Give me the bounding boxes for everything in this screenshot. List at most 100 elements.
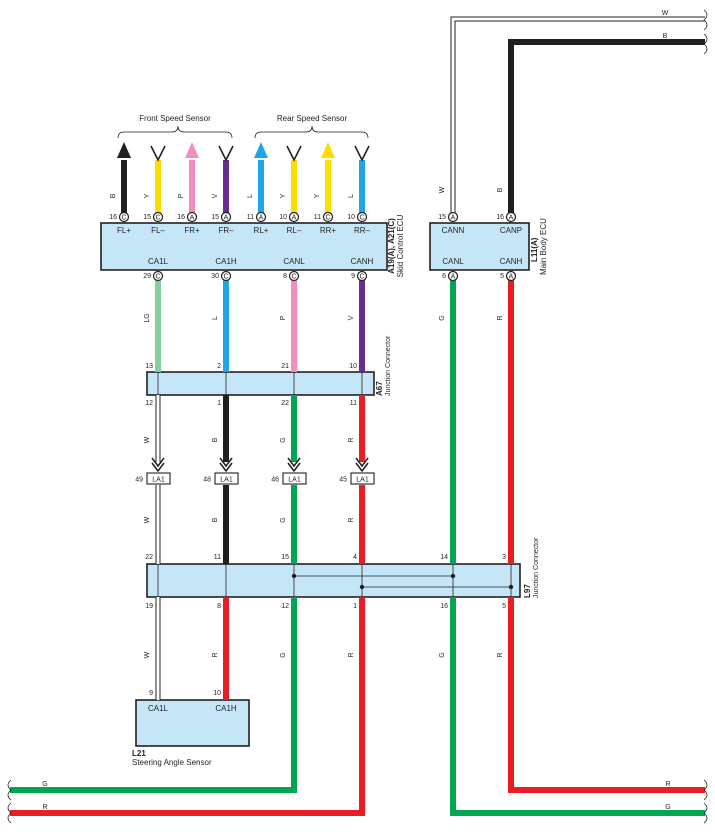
svg-text:C: C: [291, 274, 296, 281]
svg-text:1: 1: [217, 400, 221, 407]
svg-text:22: 22: [281, 400, 289, 407]
bottom-line-label: R: [42, 804, 47, 811]
skid-ecu-top-pin: V 15 A FR–: [211, 193, 234, 235]
svg-text:13: 13: [145, 363, 153, 370]
svg-text:19: 19: [145, 603, 153, 610]
a67-junction-connector: 13 2 21 10 12 1 22 11 W B G R A67 Juncti…: [144, 335, 392, 443]
svg-text:CA1H: CA1H: [215, 704, 237, 713]
svg-text:C: C: [359, 215, 364, 222]
svg-text:FR+: FR+: [184, 226, 200, 235]
arrow-down-icon: [218, 145, 234, 162]
svg-text:16: 16: [496, 214, 504, 221]
svg-text:C: C: [359, 274, 364, 281]
wire-w-top: [450, 16, 705, 213]
svg-text:LA1: LA1: [356, 477, 369, 484]
main-body-top-pin: W 15 A CANN: [438, 186, 464, 235]
svg-text:15: 15: [438, 214, 446, 221]
l21-sensor-box: [135, 699, 250, 747]
svg-text:Y: Y: [144, 193, 151, 198]
svg-text:W: W: [144, 651, 151, 658]
svg-text:16: 16: [177, 214, 185, 221]
main-body-top-pin: B 16 A CANP: [496, 187, 522, 235]
splice-dot: [291, 573, 297, 579]
svg-text:CANP: CANP: [500, 226, 522, 235]
svg-text:C: C: [121, 215, 126, 222]
skid-ecu-top-pin: P 16 A FR+: [177, 193, 200, 235]
svg-text:R: R: [348, 652, 355, 657]
rear-speed-sensor-label: Rear Speed Sensor: [277, 114, 348, 123]
svg-text:B: B: [212, 517, 219, 522]
l97-junction-box: [146, 563, 521, 598]
svg-text:15: 15: [281, 554, 289, 561]
svg-text:RR–: RR–: [354, 226, 371, 235]
svg-text:46: 46: [271, 477, 279, 484]
l97-bottom-wires: [7, 597, 708, 824]
svg-text:16: 16: [109, 214, 117, 221]
svg-text:R: R: [497, 315, 504, 320]
double-chevron-down-icon: [355, 457, 369, 468]
svg-text:14: 14: [440, 554, 448, 561]
svg-text:A: A: [292, 215, 297, 222]
bracket-icon: [254, 125, 369, 139]
skid-ecu-bottom-pin: CANH 9 C V: [348, 257, 374, 320]
wire-g-right: [450, 597, 705, 816]
a67-id: A67: [375, 381, 384, 396]
wire-b-top: [508, 39, 705, 213]
skid-ecu-top-pin: B 16 C FL+: [109, 193, 131, 235]
svg-text:9: 9: [149, 690, 153, 697]
svg-text:B: B: [110, 193, 117, 198]
arrow-down-icon: [354, 145, 370, 162]
svg-text:R: R: [497, 652, 504, 657]
svg-text:B: B: [212, 437, 219, 442]
line-end-brace-icon: [703, 9, 708, 31]
line-end-brace-icon: [703, 802, 708, 824]
svg-text:9: 9: [351, 273, 355, 280]
svg-text:8: 8: [217, 603, 221, 610]
svg-text:L: L: [348, 194, 355, 198]
arrow-up-icon: [321, 142, 335, 158]
skid-ecu-top-pin: Y 15 C FL–: [143, 193, 165, 235]
svg-text:CANH: CANH: [351, 257, 374, 266]
svg-text:W: W: [144, 516, 151, 523]
l21-id: L21: [132, 749, 146, 758]
bottom-line-label: G: [665, 804, 670, 811]
svg-text:21: 21: [281, 363, 289, 370]
svg-text:11: 11: [214, 554, 221, 561]
svg-text:R: R: [348, 437, 355, 442]
skid-ecu-name: Skid Control ECU: [396, 214, 405, 277]
arrow-down-icon: [150, 145, 166, 162]
svg-text:R: R: [212, 652, 219, 657]
svg-text:W: W: [439, 186, 446, 193]
svg-text:V: V: [348, 315, 355, 320]
svg-text:CA1L: CA1L: [148, 704, 169, 713]
svg-text:FL+: FL+: [117, 226, 131, 235]
svg-text:A: A: [451, 215, 456, 222]
svg-text:11: 11: [350, 400, 357, 407]
svg-text:RR+: RR+: [320, 226, 337, 235]
svg-text:12: 12: [145, 400, 153, 407]
svg-text:LA1: LA1: [220, 477, 233, 484]
arrow-up-icon: [185, 142, 199, 158]
svg-text:48: 48: [203, 477, 211, 484]
svg-text:49: 49: [135, 477, 143, 484]
svg-text:P: P: [178, 193, 185, 198]
main-body-ecu-name: Main Body ECU: [539, 218, 548, 275]
svg-text:10: 10: [213, 690, 221, 697]
front-speed-sensor-label: Front Speed Sensor: [139, 114, 211, 123]
svg-text:G: G: [439, 652, 446, 657]
arrow-up-icon: [254, 142, 268, 158]
svg-text:30: 30: [211, 273, 219, 280]
line-end-brace-icon: [7, 779, 12, 801]
svg-text:15: 15: [211, 214, 219, 221]
svg-text:1: 1: [353, 603, 357, 610]
svg-text:C: C: [223, 274, 228, 281]
svg-text:A: A: [451, 274, 456, 281]
svg-text:16: 16: [440, 603, 448, 610]
front-speed-sensor-wires: [117, 142, 234, 213]
svg-text:5: 5: [502, 603, 506, 610]
a67-to-la1-wires: [151, 395, 369, 473]
la1-to-l97-wires: [155, 485, 365, 564]
svg-text:8: 8: [283, 273, 287, 280]
l97-junction-connector: 22 11 15 4 14 3 19 8 12 1 16 5 W R G R G…: [144, 537, 540, 658]
svg-text:C: C: [155, 215, 160, 222]
